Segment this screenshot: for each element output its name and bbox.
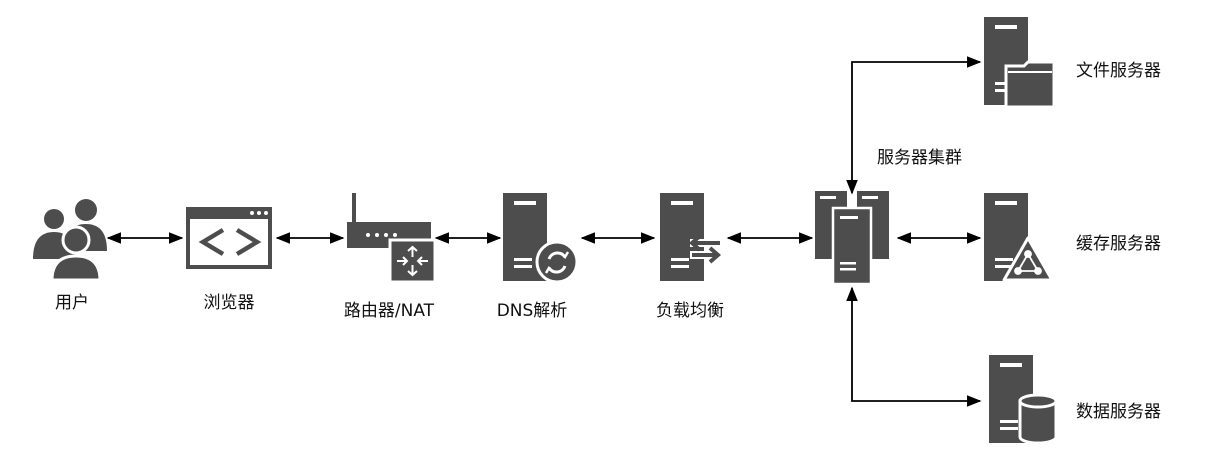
edge-cluster-file [846, 56, 982, 195]
cache-server-icon [984, 193, 1054, 282]
server-cluster-icon [813, 189, 891, 286]
node-label-router: 路由器/NAT [343, 301, 435, 321]
node-label-user: 用户 [55, 293, 89, 313]
browser-code-icon [186, 207, 272, 269]
node-label-browser: 浏览器 [203, 293, 255, 313]
node-label-dns: DNS解析 [496, 301, 568, 321]
connectors [106, 56, 982, 407]
node-label-cache-server: 缓存服务器 [1076, 234, 1161, 254]
dns-server-icon [503, 193, 579, 284]
file-server-icon [984, 17, 1056, 109]
node-label-file-server: 文件服务器 [1076, 61, 1161, 81]
edge-cluster-data [846, 286, 982, 407]
node-label-data-server: 数据服务器 [1076, 402, 1161, 422]
database-server-icon [989, 355, 1058, 445]
load-balancer-icon [660, 193, 722, 281]
node-label-cluster: 服务器集群 [877, 148, 962, 168]
router-icon [347, 193, 437, 284]
node-label-load-balancer: 负载均衡 [656, 301, 724, 321]
users-icon [33, 199, 107, 282]
